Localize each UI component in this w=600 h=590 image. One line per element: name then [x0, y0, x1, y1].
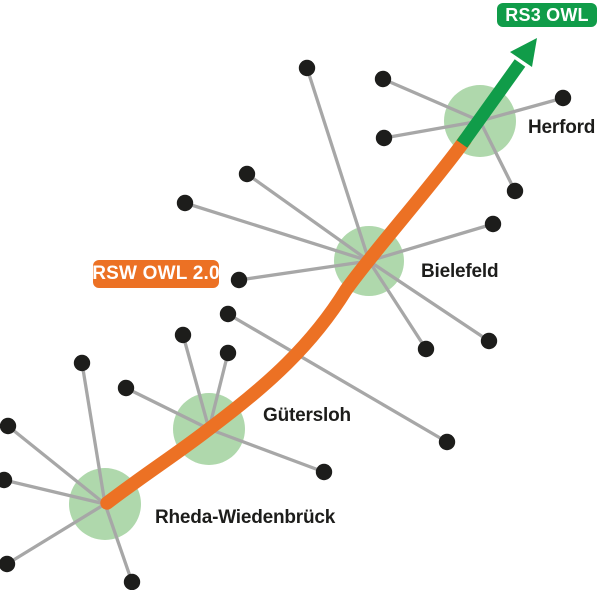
spoke-line-rheda-wiedenbr-ck: [6, 424, 107, 506]
city-label-guetersloh: Gütersloh: [263, 405, 351, 426]
spoke-line-herford: [479, 96, 564, 123]
network-dot: [174, 326, 192, 344]
spoke-line-rheda-wiedenbr-ck: [80, 362, 107, 505]
link-line: [227, 312, 448, 444]
network-dot: [117, 379, 135, 397]
network-dot: [123, 573, 141, 590]
route-rs3-owl: [456, 59, 526, 148]
network-dot: [417, 340, 435, 358]
network-dot: [375, 129, 393, 147]
route-rsw-owl: [100, 133, 472, 510]
network-dot: [230, 271, 248, 289]
network-dot: [554, 89, 572, 107]
network-dot: [506, 182, 524, 200]
network-dot: [238, 165, 256, 183]
spoke-line-bielefeld: [367, 260, 428, 350]
spoke-line-herford: [478, 120, 517, 192]
network-dot: [298, 59, 316, 77]
spoke-line-bielefeld: [368, 259, 490, 343]
network-dot: [374, 70, 392, 88]
spoke-line-bielefeld: [246, 172, 370, 263]
network-dot: [484, 215, 502, 233]
spoke-line-rheda-wiedenbr-ck: [3, 478, 106, 506]
spoke-line-g-tersloh: [181, 334, 211, 430]
network-dot: [0, 417, 17, 435]
rsw-owl-badge: RSW OWL 2.0: [92, 260, 220, 288]
network-dot: [0, 471, 13, 489]
network-dot: [219, 305, 237, 323]
spoke-line-herford: [383, 119, 481, 140]
city-label-herford: Herford: [528, 117, 596, 138]
spoke-line-g-tersloh: [207, 352, 230, 430]
spoke-line-bielefeld: [305, 67, 371, 262]
network-dot: [73, 354, 91, 372]
spoke-line-herford: [382, 77, 481, 123]
network-dot: [176, 194, 194, 212]
rs3-owl-badge: RS3 OWL: [497, 3, 597, 27]
network-dot: [0, 555, 16, 573]
route-rs3-owl-arrowhead-icon: [510, 38, 537, 67]
spoke-line-bielefeld: [238, 259, 370, 282]
network-dot: [480, 332, 498, 350]
spoke-line-g-tersloh: [208, 427, 325, 474]
city-label-bielefeld: Bielefeld: [421, 261, 499, 282]
network-dot: [219, 344, 237, 362]
spoke-line-rheda-wiedenbr-ck: [6, 502, 106, 566]
city-label-rheda-wiedenbrueck: Rheda-Wiedenbrück: [155, 507, 336, 528]
spoke-line-g-tersloh: [125, 386, 210, 431]
spoke-line-bielefeld: [184, 201, 370, 263]
spoke-line-bielefeld: [368, 222, 494, 263]
network-dot: [438, 433, 456, 451]
network-dot: [315, 463, 333, 481]
spoke-line-rheda-wiedenbr-ck: [103, 503, 134, 583]
